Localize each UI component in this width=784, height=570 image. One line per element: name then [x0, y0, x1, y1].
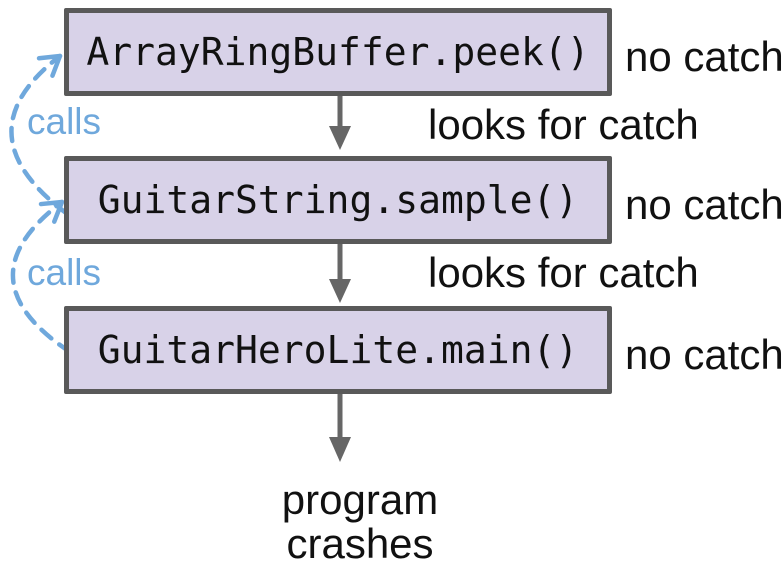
- program-crashes-line-1: program: [281, 476, 439, 523]
- looks-for-catch-label-2: looks for catch: [428, 249, 699, 296]
- propagate-arrow-1: [329, 96, 351, 150]
- stack-frame-box-main: GuitarHeroLite.main(): [64, 306, 612, 394]
- program-crashes-label: program crashes: [250, 476, 470, 568]
- calls-label-2: calls: [27, 252, 102, 293]
- propagate-arrow-3: [329, 394, 351, 462]
- no-catch-label-1: no catch: [625, 33, 784, 80]
- calls-label-1: calls: [27, 101, 102, 142]
- no-catch-label-2: no catch: [625, 181, 784, 228]
- propagate-arrow-2: [329, 244, 351, 303]
- looks-for-catch-label-1: looks for catch: [428, 101, 699, 148]
- calls-arrow-main-to-sample: [10, 199, 73, 355]
- stack-frame-method: GuitarHeroLite.main(): [97, 328, 579, 372]
- stack-frame-method: ArrayRingBuffer.peek(): [86, 30, 590, 74]
- calls-arrow-sample-to-peek: [9, 53, 69, 216]
- program-crashes-line-2: crashes: [286, 520, 434, 568]
- stack-frame-box-peek: ArrayRingBuffer.peek(): [64, 8, 612, 96]
- stack-frame-box-sample: GuitarString.sample(): [64, 156, 612, 244]
- no-catch-label-3: no catch: [625, 331, 784, 378]
- stack-frame-method: GuitarString.sample(): [97, 178, 579, 222]
